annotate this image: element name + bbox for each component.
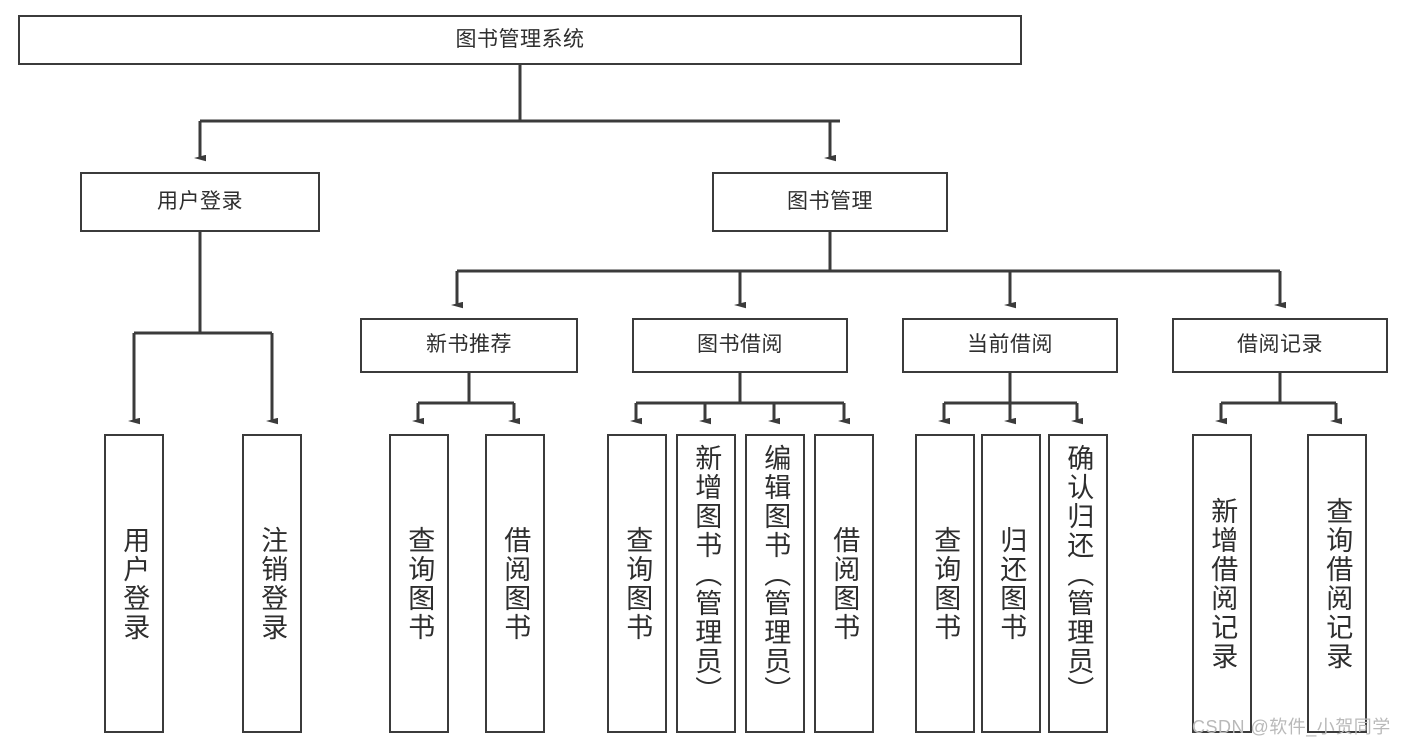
node-label: 图书管理系统 bbox=[455, 27, 585, 51]
node-label: 用户登录 bbox=[119, 525, 150, 642]
leaf-query-book-current[interactable]: 查询图书 bbox=[915, 434, 975, 733]
leaf-edit-book-admin[interactable]: 编辑图书（管理员） bbox=[745, 434, 805, 733]
node-label: 归还图书 bbox=[996, 525, 1027, 642]
watermark-text: CSDN @软件_小贺同学 bbox=[1192, 717, 1391, 737]
leaf-confirm-return-admin[interactable]: 确认归还（管理员） bbox=[1048, 434, 1108, 733]
leaf-query-book-recommend[interactable]: 查询图书 bbox=[389, 434, 449, 733]
node-label: 借阅图书 bbox=[500, 525, 531, 642]
node-label: 新书推荐 bbox=[426, 333, 512, 357]
leaf-query-borrow-record[interactable]: 查询借阅记录 bbox=[1307, 434, 1367, 733]
node-label: 查询借阅记录 bbox=[1322, 496, 1353, 671]
node-label: 借阅记录 bbox=[1237, 333, 1323, 357]
node-label: 当前借阅 bbox=[967, 333, 1053, 357]
node-label: 注销登录 bbox=[257, 525, 288, 642]
node-book-borrow[interactable]: 图书借阅 bbox=[632, 318, 848, 373]
leaf-borrow-book[interactable]: 借阅图书 bbox=[814, 434, 874, 733]
node-book-management[interactable]: 图书管理 bbox=[712, 172, 948, 232]
leaf-query-book-borrow[interactable]: 查询图书 bbox=[607, 434, 667, 733]
leaf-add-borrow-record[interactable]: 新增借阅记录 bbox=[1192, 434, 1252, 733]
node-label: 新增借阅记录 bbox=[1207, 496, 1238, 671]
node-label: 查询图书 bbox=[404, 525, 435, 642]
node-root-book-management-system[interactable]: 图书管理系统 bbox=[18, 15, 1022, 65]
node-label: 图书借阅 bbox=[697, 333, 783, 357]
node-label: 图书管理 bbox=[787, 189, 873, 213]
node-current-borrow[interactable]: 当前借阅 bbox=[902, 318, 1118, 373]
node-label: 借阅图书 bbox=[829, 525, 860, 642]
node-borrow-record[interactable]: 借阅记录 bbox=[1172, 318, 1388, 373]
node-label: 用户登录 bbox=[157, 189, 243, 213]
leaf-logout[interactable]: 注销登录 bbox=[242, 434, 302, 733]
node-label: 确认归还（管理员） bbox=[1063, 444, 1094, 705]
node-label: 查询图书 bbox=[930, 525, 961, 642]
leaf-return-book[interactable]: 归还图书 bbox=[981, 434, 1041, 733]
node-label: 查询图书 bbox=[622, 525, 653, 642]
leaf-borrow-book-recommend[interactable]: 借阅图书 bbox=[485, 434, 545, 733]
leaf-user-login[interactable]: 用户登录 bbox=[104, 434, 164, 733]
node-label: 新增图书（管理员） bbox=[691, 444, 722, 705]
node-new-book-recommend[interactable]: 新书推荐 bbox=[360, 318, 578, 373]
node-user-login[interactable]: 用户登录 bbox=[80, 172, 320, 232]
node-label: 编辑图书（管理员） bbox=[760, 444, 791, 705]
leaf-add-book-admin[interactable]: 新增图书（管理员） bbox=[676, 434, 736, 733]
